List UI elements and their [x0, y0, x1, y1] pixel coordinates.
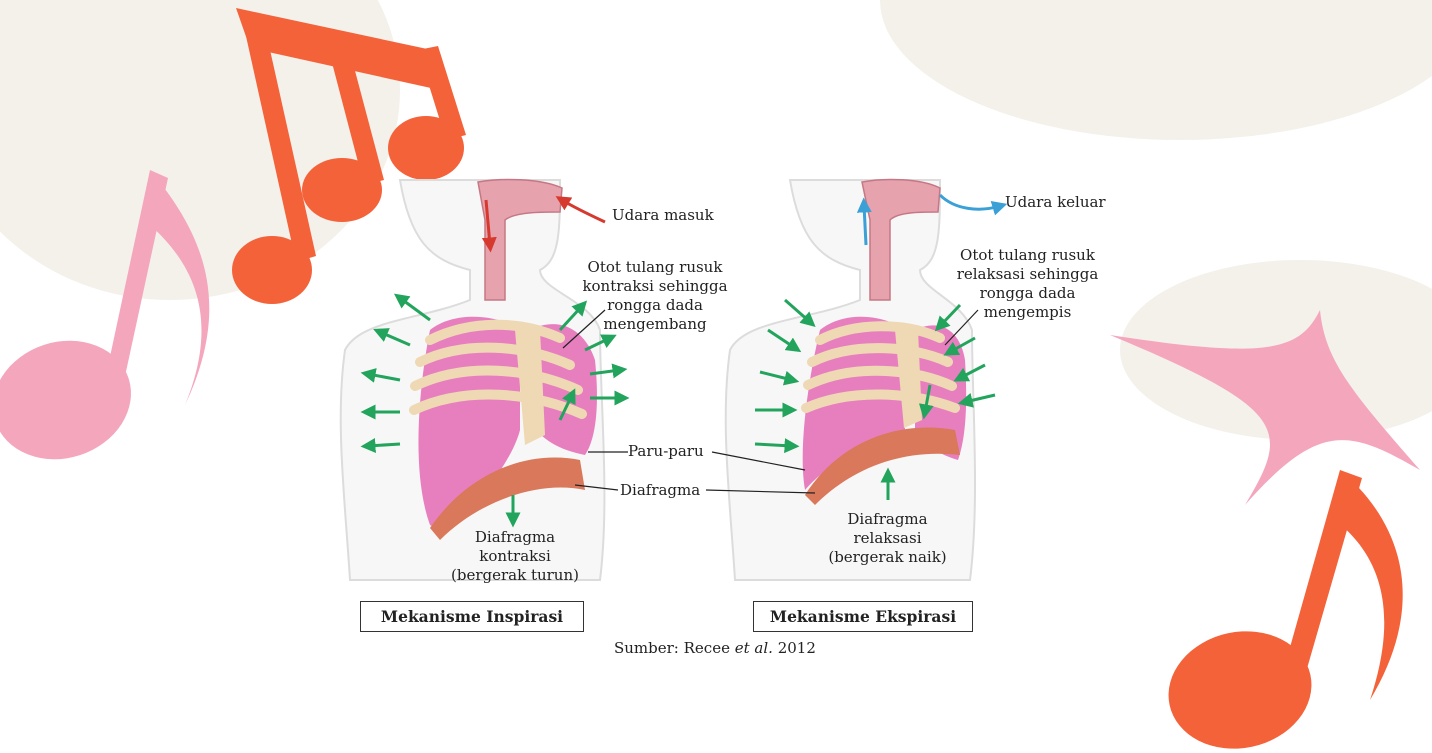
inspiration-caption: Mekanisme Inspirasi	[360, 601, 584, 632]
inspiration-figure	[341, 180, 622, 580]
inspiration-ribs-label: Otot tulang rusuk kontraksi sehingga ron…	[575, 258, 735, 334]
air-out-arrow	[940, 195, 1000, 209]
lungs-label: Paru-paru	[628, 442, 704, 461]
expiration-caption: Mekanisme Ekspirasi	[753, 601, 973, 632]
inspiration-diaphragm-label: Diafragma kontraksi (bergerak turun)	[440, 528, 590, 585]
diaphragm-label: Diafragma	[620, 481, 700, 500]
air-out-label: Udara keluar	[1005, 193, 1106, 212]
air-in-label: Udara masuk	[612, 206, 714, 225]
air-in-arrow	[562, 200, 605, 222]
airway-arrow	[864, 205, 866, 245]
expiration-ribs-label: Otot tulang rusuk relaksasi sehingga ron…	[950, 246, 1105, 322]
source-citation: Sumber: Recee et al. 2012	[614, 639, 816, 657]
expiration-diaphragm-label: Diafragma relaksasi (bergerak naik)	[815, 510, 960, 567]
